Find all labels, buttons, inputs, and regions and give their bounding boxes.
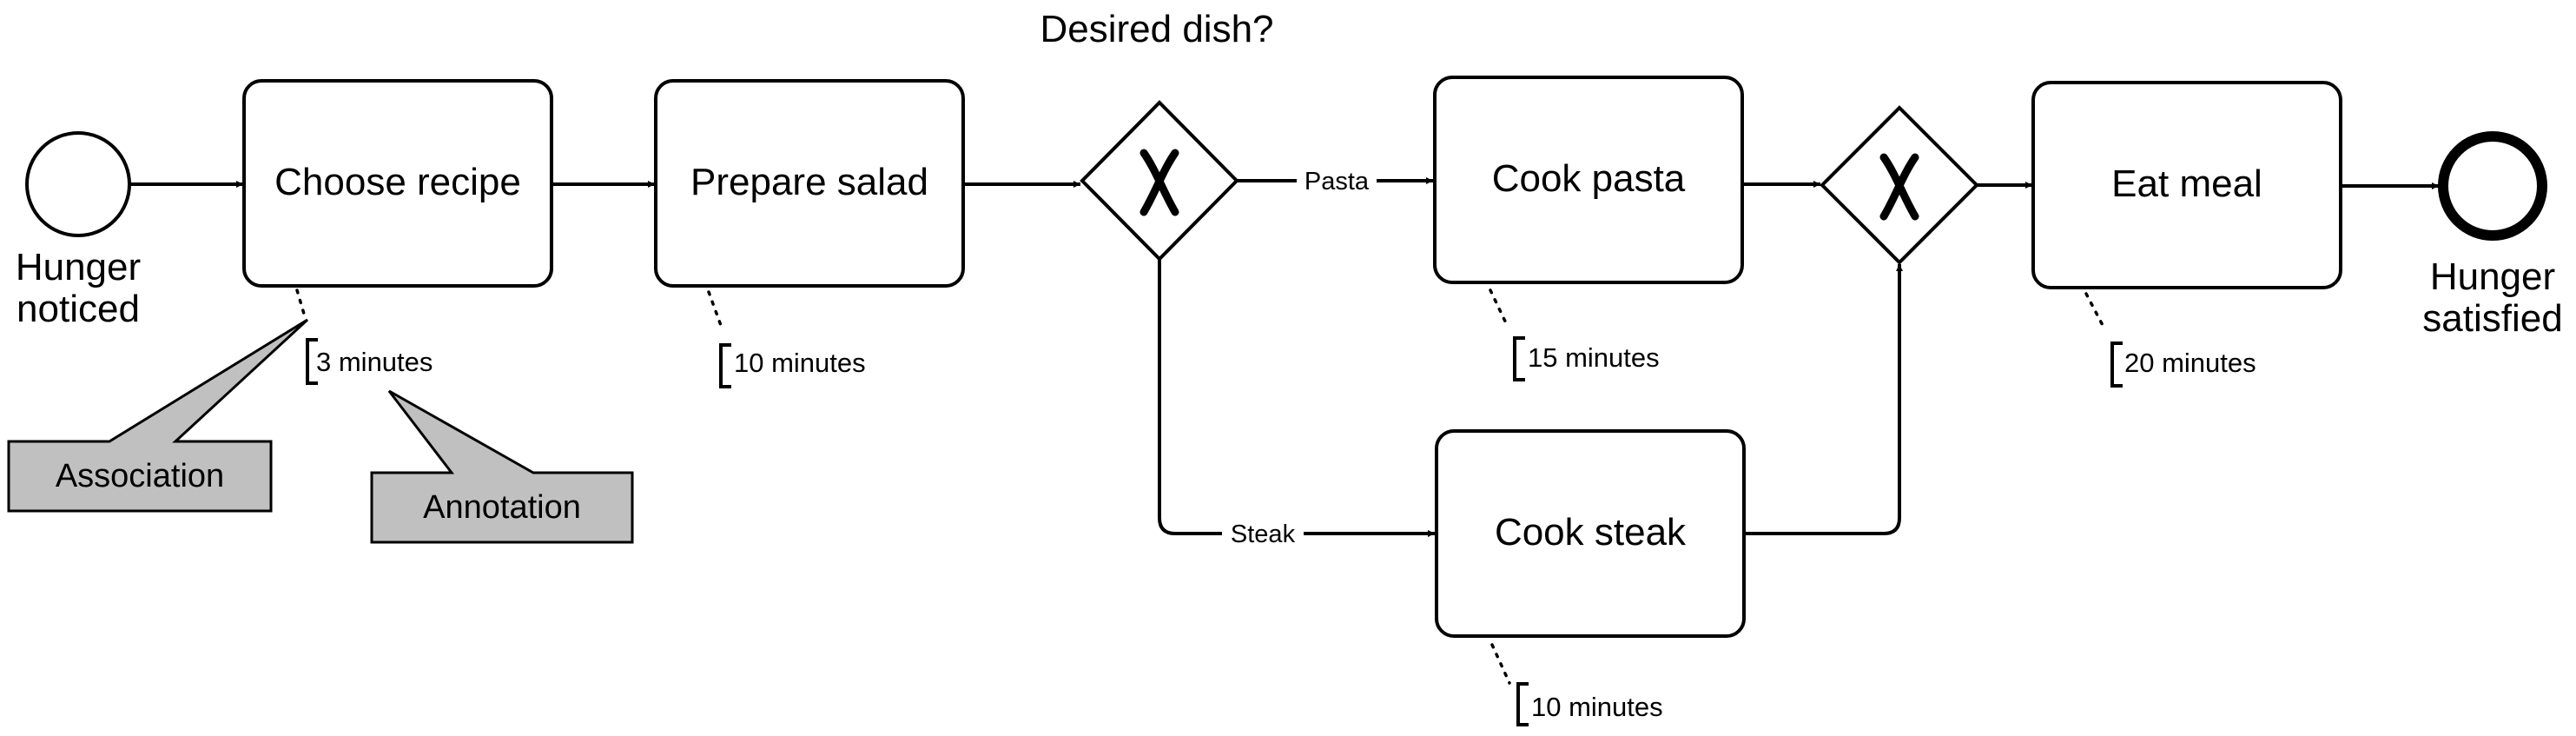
exclusive-gateway-split[interactable] [1080, 100, 1239, 262]
flow-cook-steak-to-join [1744, 264, 1903, 535]
association-callout-label: Association [56, 458, 224, 494]
annotation-callout [370, 389, 634, 544]
annotation-prepare-salad: 10 minutes [734, 348, 866, 378]
end-event-label-line1: Hunger [2430, 255, 2555, 298]
start-event-label-line2: noticed [17, 288, 140, 330]
annotation-bracket-cook-steak [1516, 682, 1529, 726]
exclusive-gateway-join[interactable] [1820, 105, 1979, 265]
association-callout [7, 318, 309, 513]
annotation-callout-label: Annotation [423, 489, 581, 526]
task-cook-pasta-label: Cook pasta [1492, 157, 1686, 200]
end-event-label-line2: satisfied [2422, 297, 2562, 340]
annotation-eat-meal: 20 minutes [2124, 348, 2256, 378]
association-prepare-salad [707, 290, 724, 332]
start-event-label-line1: Hunger [16, 246, 141, 288]
task-choose-recipe-label: Choose recipe [274, 161, 521, 203]
start-event[interactable] [25, 131, 131, 237]
task-prepare-salad-label: Prepare salad [690, 161, 928, 203]
annotation-choose-recipe: 3 minutes [316, 347, 433, 377]
steak-label-bg [1222, 516, 1304, 549]
association-cook-pasta [1489, 288, 1509, 328]
end-event[interactable] [2438, 131, 2547, 241]
annotation-bracket-eat-meal [2110, 341, 2123, 388]
gateway-x-marker-icon [1139, 149, 1179, 216]
pasta-label-bg [1297, 163, 1377, 196]
annotation-bracket-choose-recipe [306, 338, 318, 385]
task-cook-steak-label: Cook steak [1495, 511, 1687, 554]
task-eat-meal-label: Eat meal [2111, 162, 2262, 205]
association-eat-meal [2084, 292, 2107, 332]
annotation-cook-pasta: 15 minutes [1528, 342, 1660, 373]
association-cook-steak [1490, 643, 1511, 685]
flow-gateway-to-cook-steak [1158, 259, 1435, 537]
association-choose-recipe [295, 288, 307, 322]
annotation-cook-steak: 10 minutes [1531, 692, 1663, 722]
task-cook-pasta[interactable] [1433, 76, 1744, 284]
gateway-x-marker-icon [1879, 153, 1919, 221]
annotation-bracket-cook-pasta [1513, 336, 1525, 381]
flow-steak-label: Steak [1231, 521, 1296, 548]
flow-pasta-label: Pasta [1305, 168, 1370, 196]
gateway-question-label: Desired dish? [1040, 8, 1273, 50]
annotation-bracket-prepare-salad [719, 343, 731, 388]
